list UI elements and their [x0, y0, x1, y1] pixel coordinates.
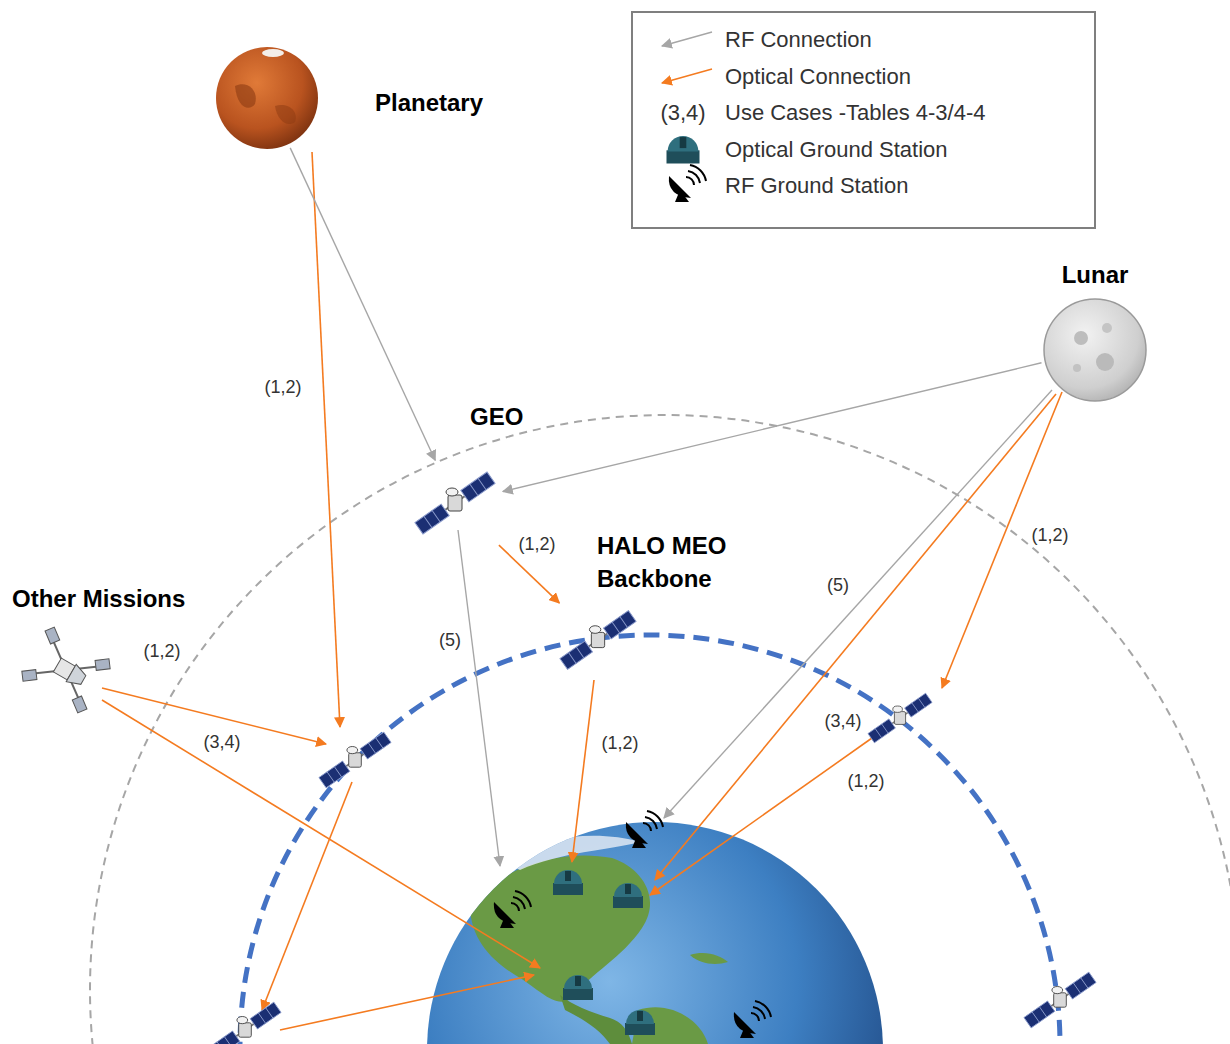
moon: Lunar: [1043, 298, 1147, 402]
rf-link: [503, 363, 1042, 492]
legend-text: Optical Connection: [725, 64, 911, 90]
use-case-number: (3,4): [203, 732, 240, 752]
legend-text: RF Ground Station: [725, 173, 908, 199]
geo-orbit: [90, 415, 1230, 1044]
node-icon: [558, 605, 638, 675]
halo-meo-orbit: [240, 635, 1060, 1044]
legend-text: Use Cases -Tables 4-3/4-4: [725, 100, 985, 126]
ground-stations: [494, 811, 771, 1038]
node-icon: [410, 463, 500, 543]
node-label: Other Missions: [12, 582, 185, 615]
node-icon: [215, 46, 319, 150]
planet-mars: Planetary: [215, 46, 319, 150]
relay-satellites: [209, 693, 1096, 1044]
node-label: HALO MEO Backbone: [597, 529, 772, 595]
use-case-number: (1,2): [516, 534, 557, 554]
legend-box: [632, 12, 1095, 228]
use-case-number: (5): [827, 575, 849, 595]
use-case-number: (1,2): [847, 771, 884, 791]
use-case-number: (1,2): [1031, 525, 1068, 545]
node-icon: [1043, 298, 1147, 402]
halo-satellite: HALO MEO Backbone: [558, 605, 638, 675]
geo-satellite: GEO: [410, 463, 500, 543]
use-case-number: (1,2): [601, 733, 638, 753]
use-case-number: (5): [439, 630, 461, 650]
node-label: Lunar: [1043, 258, 1147, 291]
legend-text: RF Connection: [725, 27, 872, 53]
link-lines: [102, 152, 1062, 1030]
use-case-number: (3,4): [824, 711, 861, 731]
node-label: GEO: [470, 400, 523, 433]
use-case-number: (3,4): [660, 100, 705, 126]
legend-text: Optical Ground Station: [725, 137, 948, 163]
use-case-number: (1,2): [264, 377, 301, 397]
spacecraft: Other Missions: [30, 640, 102, 700]
earth: [427, 822, 883, 1044]
use-case-number: (1,2): [143, 641, 180, 661]
node-label: Planetary: [375, 86, 483, 119]
node-icon: [30, 640, 102, 700]
rf-link: [290, 148, 435, 460]
